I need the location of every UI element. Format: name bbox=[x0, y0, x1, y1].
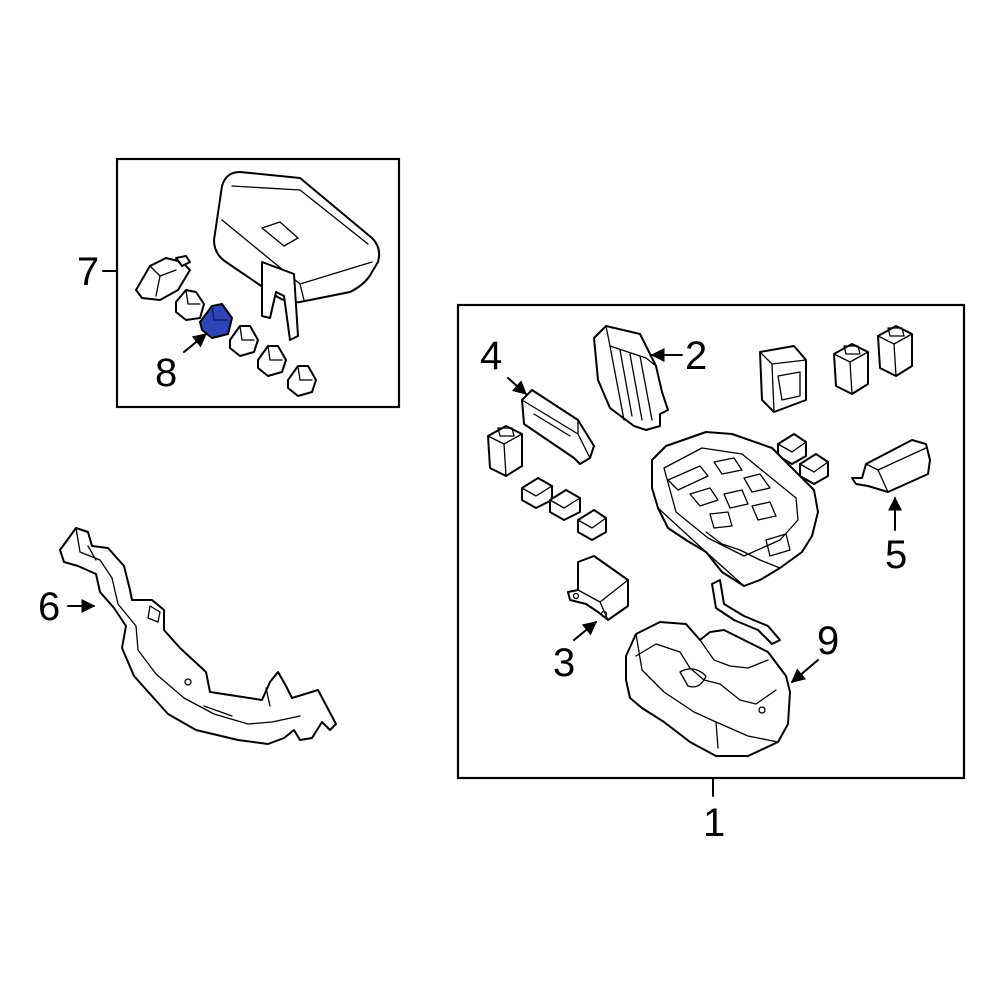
callout-8-arrow bbox=[183, 333, 208, 353]
callout-3-arrow bbox=[573, 621, 598, 641]
fuse-box-housing[interactable] bbox=[651, 431, 819, 645]
relay-small-2[interactable] bbox=[877, 325, 913, 377]
callout-1: 1 bbox=[703, 801, 725, 845]
relay-clip-3[interactable] bbox=[229, 325, 259, 357]
callout-6: 6 bbox=[38, 585, 60, 629]
callout-7: 7 bbox=[77, 250, 99, 294]
inset-frame bbox=[115, 157, 401, 409]
relay-clip-1[interactable] bbox=[175, 289, 205, 321]
mini-fuse-3[interactable] bbox=[577, 509, 607, 541]
callout-2: 2 bbox=[685, 334, 707, 378]
relay-clip-4[interactable] bbox=[257, 345, 287, 377]
callout-4: 4 bbox=[480, 334, 502, 378]
fuse-strip-part-4[interactable] bbox=[521, 389, 595, 465]
relay-clip-5[interactable] bbox=[287, 365, 317, 397]
callout-5: 5 bbox=[885, 533, 907, 577]
main-assembly-frame bbox=[456, 303, 966, 780]
callout-8: 8 bbox=[155, 351, 177, 395]
bracket-part-3[interactable] bbox=[567, 555, 629, 621]
mini-fuse-2[interactable] bbox=[549, 489, 581, 521]
callout-9: 9 bbox=[817, 619, 839, 663]
fuse-block-part-2[interactable] bbox=[593, 325, 669, 431]
relay-block-part-5[interactable] bbox=[851, 439, 931, 493]
lower-tray-part-9[interactable] bbox=[625, 621, 791, 757]
callout-4-arrow bbox=[507, 377, 528, 395]
relay-large[interactable] bbox=[759, 345, 807, 413]
fuse-box-cover[interactable] bbox=[213, 171, 381, 341]
mini-fuse-1[interactable] bbox=[521, 477, 553, 509]
connector-clip[interactable] bbox=[135, 255, 191, 301]
relay-small-left[interactable] bbox=[487, 425, 523, 477]
relay-clip-8-highlight[interactable] bbox=[199, 303, 233, 339]
callout-3: 3 bbox=[553, 641, 575, 685]
callout-9-arrow bbox=[790, 659, 819, 683]
relay-small-1[interactable] bbox=[833, 343, 869, 395]
bracket-part-6[interactable] bbox=[59, 527, 337, 745]
